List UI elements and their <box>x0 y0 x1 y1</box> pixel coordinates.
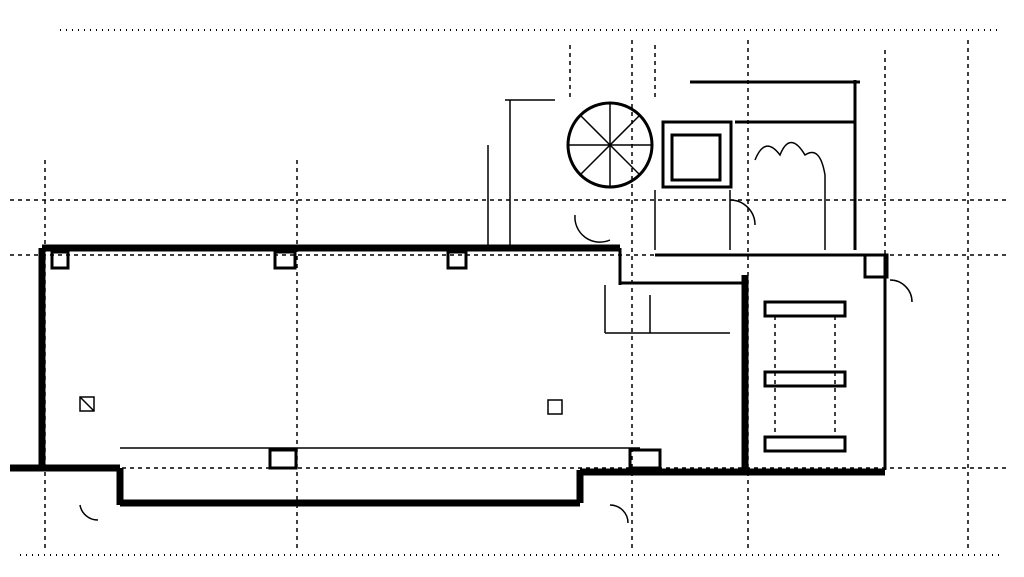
columns <box>50 250 889 470</box>
elevator <box>661 120 733 189</box>
fixtures <box>79 279 913 524</box>
storage-racks <box>763 300 847 453</box>
main-walls <box>10 244 887 507</box>
upper-rooms <box>487 80 860 250</box>
spiral-stair <box>566 101 654 189</box>
